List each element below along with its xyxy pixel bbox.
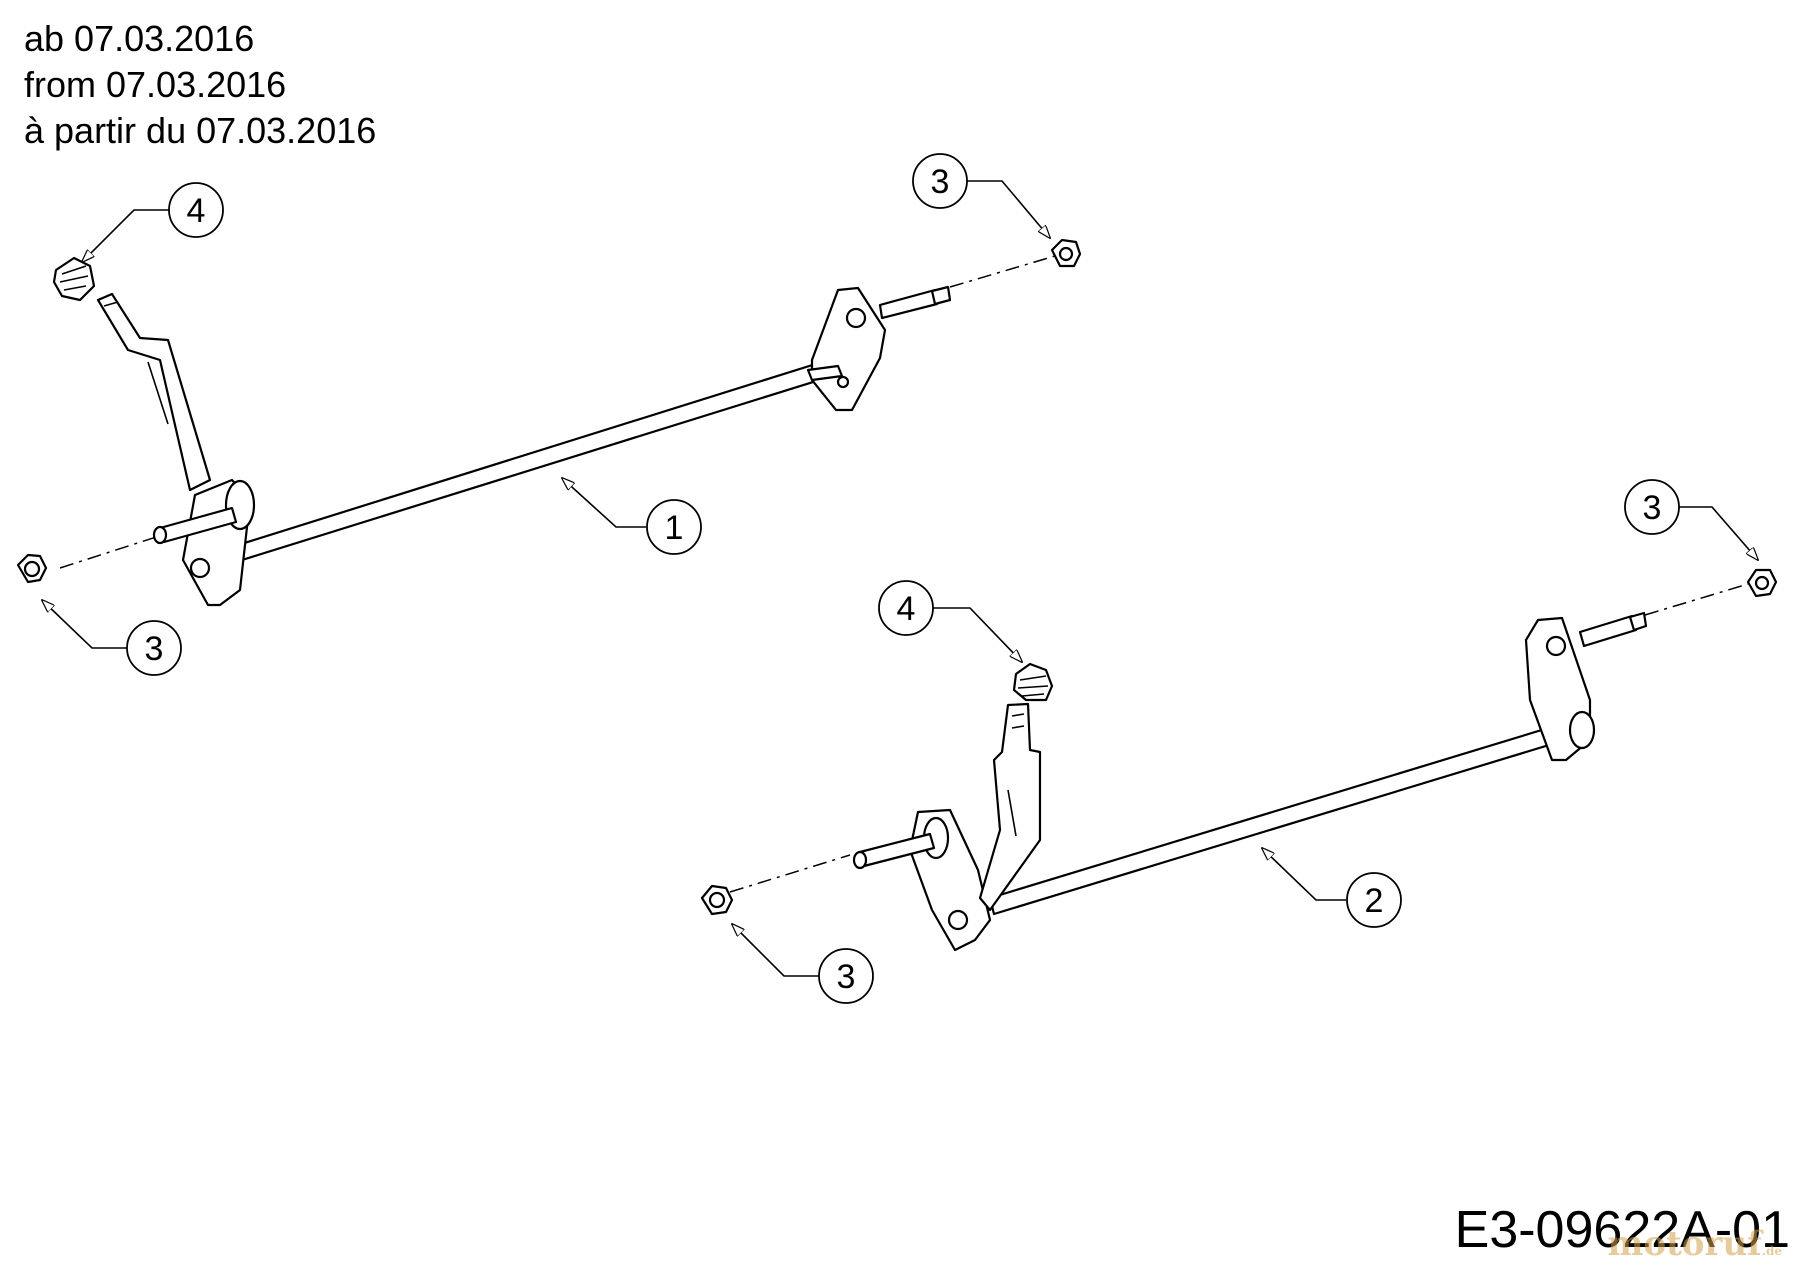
- callout-nut-lower-left: 3: [818, 948, 874, 1004]
- validity-date-en: from 07.03.2016: [24, 64, 287, 105]
- lever-slot: [147, 361, 169, 425]
- axle-assembly-upper: [16, 238, 1082, 607]
- bracket-hole: [836, 375, 850, 389]
- svg-text:4: 4: [187, 192, 206, 230]
- flange-nut-lower-right: [1746, 568, 1778, 598]
- lever-detail: [103, 301, 119, 307]
- left-stub-tip: [852, 850, 868, 870]
- flange-nut-upper-left: [16, 553, 48, 584]
- axis-line: [1644, 583, 1749, 616]
- leader-nut-lower-left: [732, 924, 820, 977]
- lever-grip-upper: [52, 256, 96, 302]
- leader-grip-upper: [82, 209, 169, 262]
- svg-text:4: 4: [897, 590, 916, 628]
- lever-slot: [1007, 789, 1017, 837]
- callout-grip-upper: 4: [168, 182, 224, 238]
- leader-nut-lower-right: [1678, 506, 1758, 560]
- axle-rod: [988, 720, 1574, 916]
- drawing-code: E3-09622A-01: [1454, 1201, 1790, 1259]
- svg-text:2: 2: [1365, 882, 1384, 920]
- lever-grip-lower: [1012, 662, 1054, 702]
- leader-grip-lower: [933, 607, 1022, 662]
- callout-grip-lower: 4: [878, 580, 934, 636]
- right-pivot-collar: [806, 364, 844, 382]
- right-bracket-plate: [810, 286, 887, 412]
- axle-rod: [236, 360, 828, 562]
- right-stub-shaft: [1578, 614, 1638, 648]
- leader-nut-upper-right: [966, 180, 1050, 238]
- axis-line: [949, 255, 1056, 288]
- bracket-bolt: [947, 909, 969, 931]
- bracket-bolt: [845, 307, 867, 329]
- axis-line: [729, 854, 851, 893]
- svg-text:1: 1: [665, 509, 684, 547]
- callout-axle-upper: 1: [646, 499, 702, 555]
- watermark-logo: motoruf.de: [1608, 1224, 1783, 1264]
- validity-date-fr: à partir du 07.03.2016: [24, 110, 377, 151]
- lever-detail: [1011, 713, 1025, 729]
- callout-leaders: [42, 180, 1758, 977]
- left-bracket-plate: [908, 808, 992, 952]
- svg-text:3: 3: [931, 163, 950, 201]
- watermark-text: motoruf: [1607, 1224, 1762, 1264]
- callout-nut-lower-right: 3: [1624, 479, 1680, 535]
- svg-text:3: 3: [145, 630, 164, 668]
- right-pivot-collar: [1568, 710, 1596, 750]
- flange-nut-upper-right: [1050, 238, 1082, 268]
- axle-assembly-lower: [700, 568, 1778, 952]
- watermark-suffix: .de: [1761, 1244, 1782, 1258]
- flange-nut-lower-left: [700, 884, 734, 916]
- callout-axle-lower: 2: [1346, 872, 1402, 928]
- leader-nut-upper-left: [42, 600, 127, 649]
- validity-note: ab 07.03.2016 from 07.03.2016 à partir d…: [24, 16, 376, 154]
- callout-nut-upper-right: 3: [912, 153, 968, 209]
- right-stub-tip: [1628, 611, 1648, 632]
- svg-text:3: 3: [1643, 489, 1662, 527]
- leader-axle-upper: [562, 478, 646, 528]
- svg-text:3: 3: [837, 958, 856, 996]
- right-stub-tip: [930, 285, 952, 306]
- validity-date-de: ab 07.03.2016: [24, 18, 255, 59]
- left-stub-tip: [152, 525, 168, 545]
- axis-line: [59, 529, 179, 569]
- right-stub-shaft: [878, 288, 939, 320]
- bracket-bolt: [189, 557, 211, 579]
- bracket-bolt: [1545, 635, 1567, 657]
- lever-arm: [96, 292, 212, 492]
- callout-nut-upper-left: 3: [126, 620, 182, 676]
- leader-axle-lower: [1262, 848, 1346, 901]
- lever-arm: [978, 702, 1042, 912]
